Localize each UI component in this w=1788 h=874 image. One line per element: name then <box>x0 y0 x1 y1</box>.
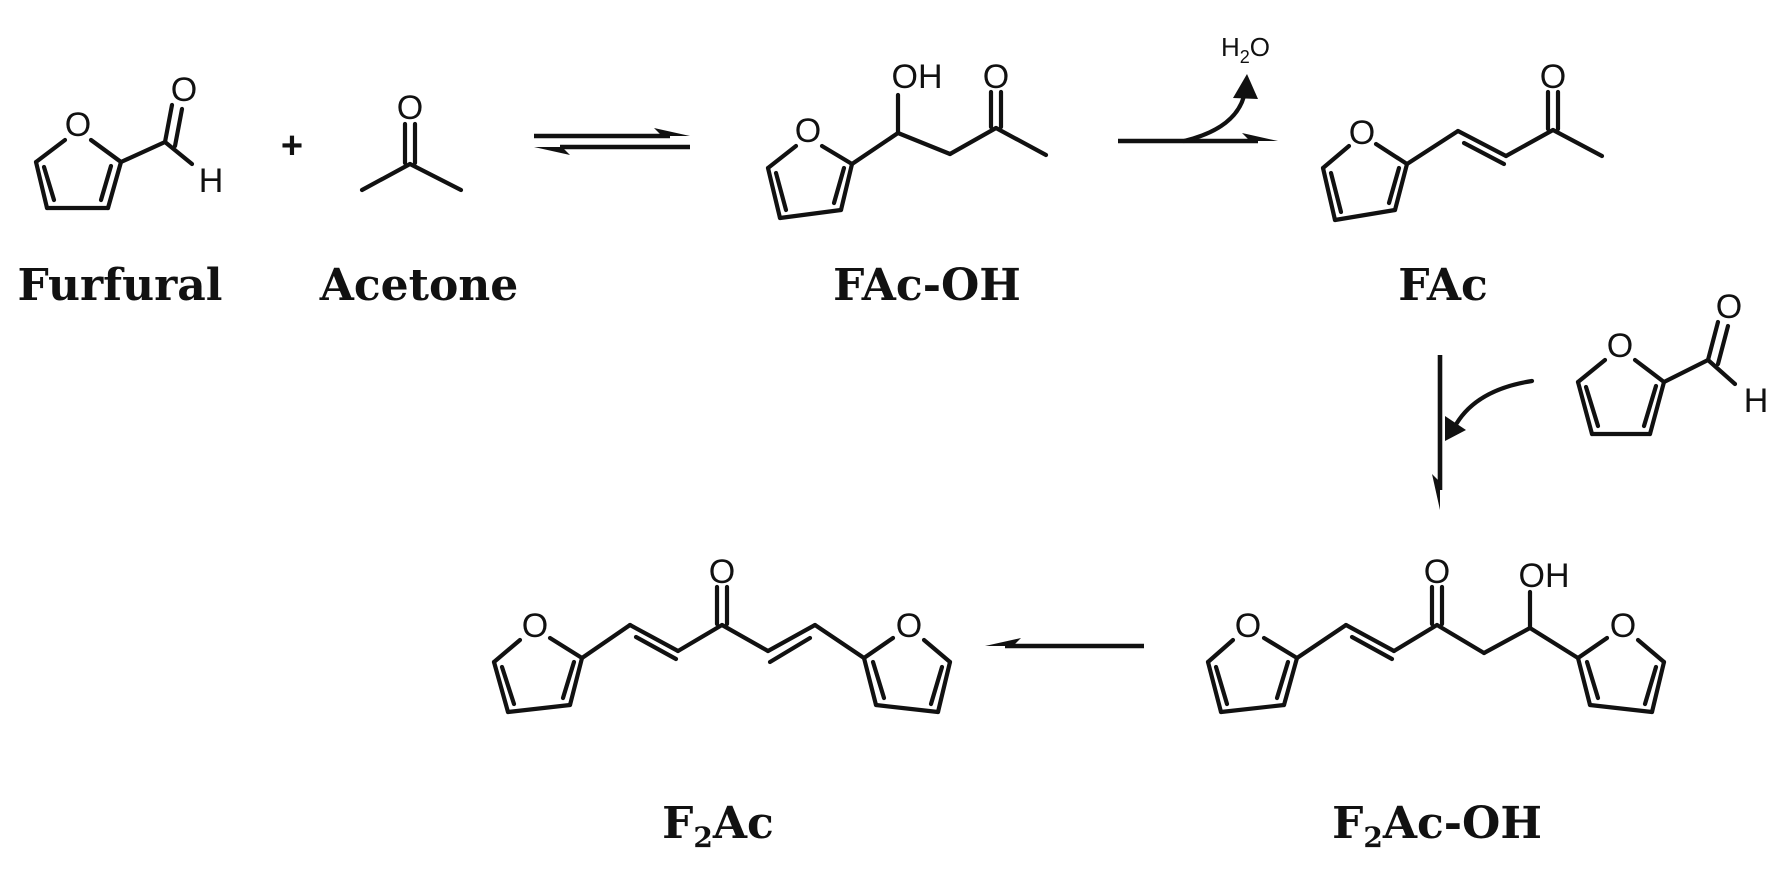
acetone-oxygen: O <box>397 89 423 127</box>
furfural-carbonyl-oxygen: O <box>171 71 197 109</box>
equilibrium-arrow <box>534 128 690 155</box>
furfural-structure: O O H <box>33 71 224 211</box>
f2ac-oh-left-ring-oxygen: O <box>1235 607 1261 645</box>
f2ac-oh-carbonyl-oxygen: O <box>1424 553 1450 591</box>
furfural-reagent-aldehyde-hydrogen: H <box>1744 382 1769 420</box>
f2ac-carbonyl-oxygen: O <box>709 553 735 591</box>
f2ac-left-ring-oxygen: O <box>522 607 548 645</box>
f2ac-oh-right-ring-oxygen: O <box>1610 607 1636 645</box>
fac-structure: O O <box>1320 58 1605 223</box>
fac-oh-hydroxyl: OH <box>892 58 943 96</box>
label-fac: FAc <box>1398 260 1488 311</box>
second-addition-arrow <box>1432 355 1535 510</box>
water-byproduct: H2O <box>1221 32 1270 67</box>
furfural-reagent-carbonyl-oxygen: O <box>1716 288 1742 326</box>
plus-sign: + <box>281 125 303 167</box>
final-dehydration-arrow <box>985 638 1144 649</box>
dehydration-arrow: H2O <box>1118 32 1278 144</box>
label-fac-oh: FAc-OH <box>833 260 1021 311</box>
f2ac-oh-hydroxyl: OH <box>1519 557 1570 595</box>
furfural-reagent-ring-oxygen: O <box>1607 327 1633 365</box>
label-acetone: Acetone <box>319 260 519 311</box>
fac-oh-carbonyl-oxygen: O <box>983 58 1009 96</box>
label-f2ac-oh: F2Ac-OH <box>1332 798 1542 854</box>
fac-ring-oxygen: O <box>1349 114 1375 152</box>
fac-carbonyl-oxygen: O <box>1540 58 1566 96</box>
furfural-aldehyde-hydrogen: H <box>199 162 224 200</box>
acetone-structure: O <box>359 89 464 193</box>
f2ac-structure: O O O <box>491 553 953 715</box>
label-f2ac: F2Ac <box>662 798 774 854</box>
furfural-ring-oxygen: O <box>65 106 91 144</box>
f2ac-oh-structure: O O OH O <box>1205 553 1667 715</box>
fac-oh-ring-oxygen: O <box>795 112 821 150</box>
fac-oh-structure: O OH O <box>765 58 1049 221</box>
f2ac-right-ring-oxygen: O <box>896 607 922 645</box>
furfural-reagent-structure: O O H <box>1575 288 1769 437</box>
label-furfural: Furfural <box>18 260 223 311</box>
